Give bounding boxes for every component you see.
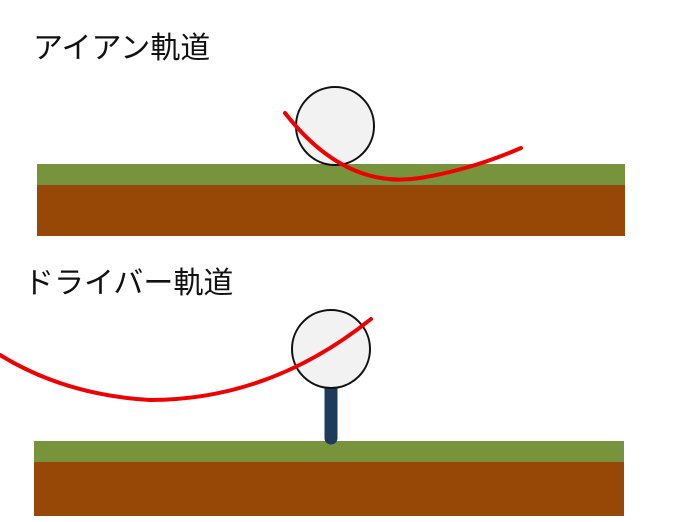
iron-title: アイアン軌道 bbox=[33, 31, 210, 66]
iron-golf-ball bbox=[295, 86, 375, 166]
driver-trajectory-line bbox=[0, 317, 373, 403]
driver-soil bbox=[34, 461, 624, 516]
iron-trajectory-line bbox=[283, 111, 523, 182]
iron-grass bbox=[37, 164, 625, 185]
driver-title: ドライバー軌道 bbox=[24, 266, 233, 301]
iron-section: アイアン軌道 bbox=[33, 31, 625, 236]
iron-soil bbox=[37, 184, 625, 236]
driver-section: ドライバー軌道 bbox=[0, 266, 624, 516]
driver-grass bbox=[34, 441, 624, 462]
